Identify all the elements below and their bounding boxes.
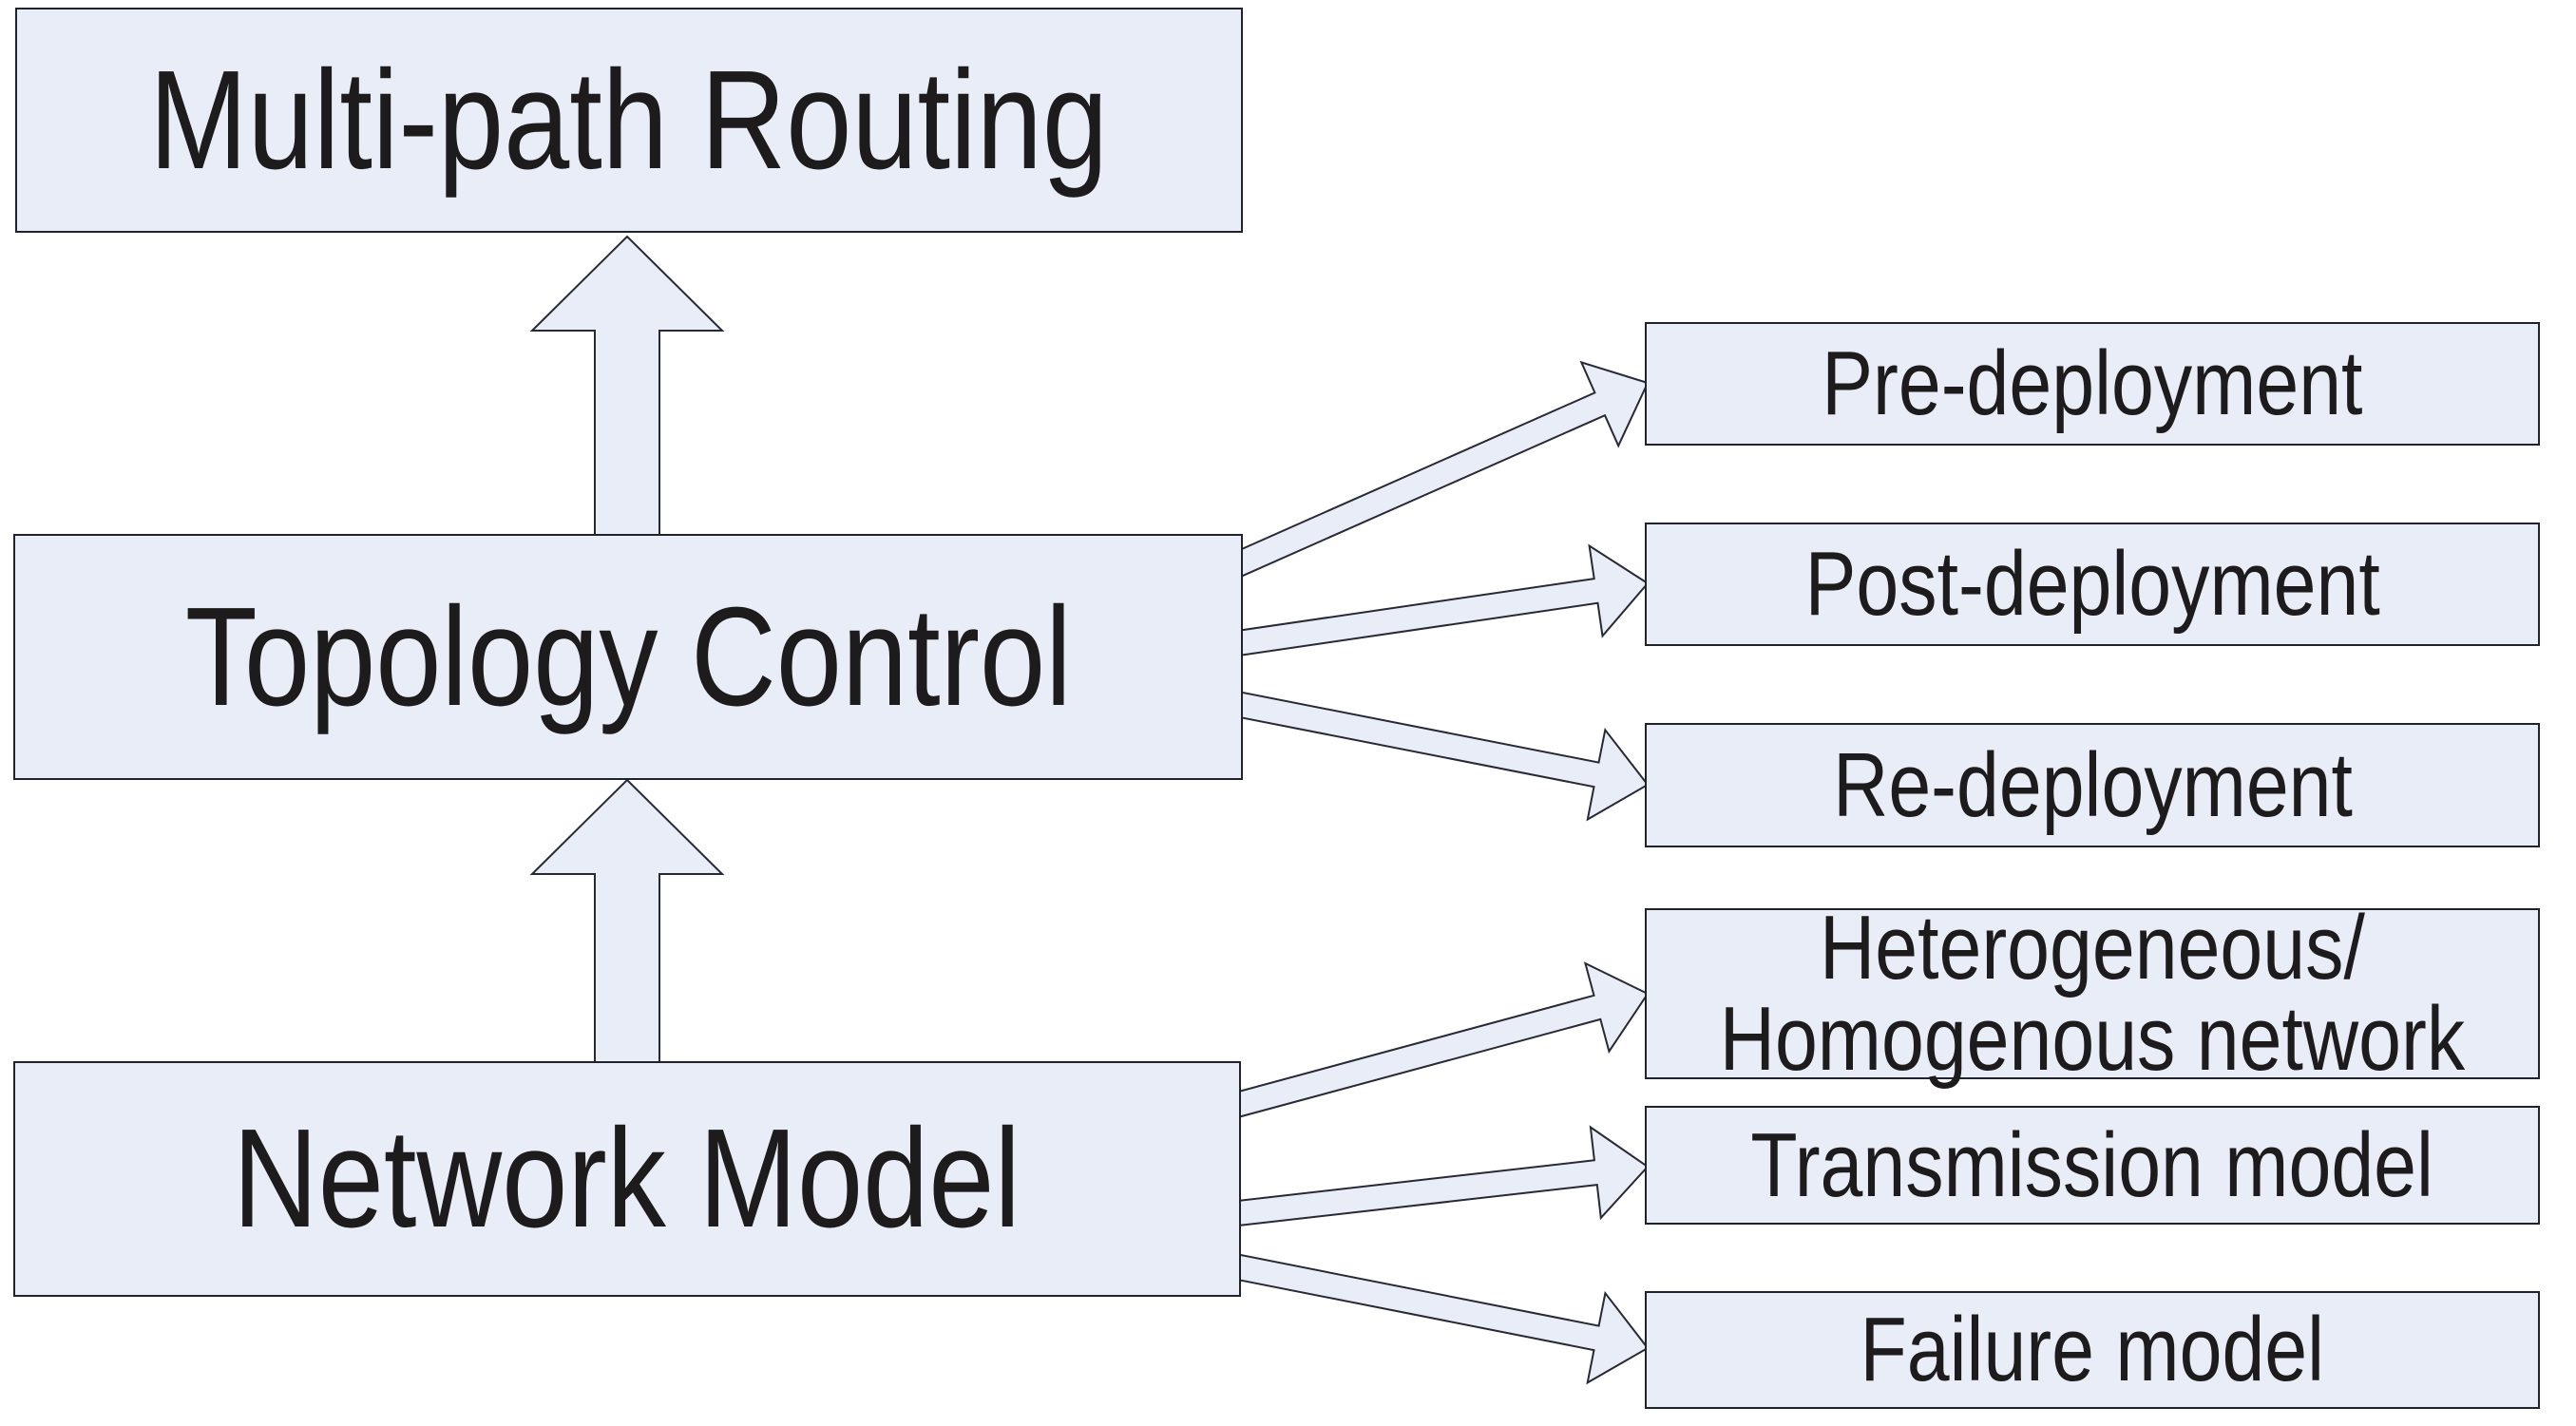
box-transmission-model-label: Transmission model [1750, 1113, 2434, 1216]
arrow-topology-control-to-post-deployment [1228, 543, 1650, 658]
box-post-deployment: Post-deployment [1645, 523, 2540, 646]
box-pre-deployment-label: Pre-deployment [1822, 333, 2363, 434]
arrow-network-model-to-transmission-model [1227, 1125, 1650, 1228]
box-multi-path-routing: Multi-path Routing [15, 8, 1243, 233]
arrow-topology-control-to-pre-deployment [1225, 360, 1650, 580]
arrow-network-model-to-heterogeneous-homogenous-network [1225, 961, 1650, 1120]
box-re-deployment-label: Re-deployment [1832, 733, 2353, 836]
box-pre-deployment: Pre-deployment [1645, 322, 2540, 446]
box-multi-path-routing-label: Multi-path Routing [149, 41, 1109, 199]
box-failure-model: Failure model [1645, 1291, 2540, 1409]
arrow-group [529, 235, 1650, 1385]
arrow-topology-control-to-multi-path-routing [529, 235, 725, 542]
box-heterogeneous-homogenous-network-label: Heterogeneous/ Homogenous network [1719, 897, 2466, 1090]
arrow-network-model-to-topology-control [529, 778, 725, 1069]
box-network-model: Network Model [13, 1061, 1241, 1297]
box-transmission-model: Transmission model [1645, 1106, 2540, 1225]
box-network-model-label: Network Model [233, 1100, 1021, 1257]
box-re-deployment: Re-deployment [1645, 723, 2540, 847]
box-post-deployment-label: Post-deployment [1804, 533, 2380, 635]
arrow-network-model-to-failure-model [1226, 1252, 1650, 1385]
box-topology-control-label: Topology Control [184, 578, 1072, 735]
box-heterogeneous-homogenous-network: Heterogeneous/ Homogenous network [1645, 903, 2540, 1085]
arrow-topology-control-to-re-deployment [1228, 690, 1650, 822]
box-failure-model-label: Failure model [1860, 1299, 2325, 1400]
box-topology-control: Topology Control [13, 534, 1243, 780]
